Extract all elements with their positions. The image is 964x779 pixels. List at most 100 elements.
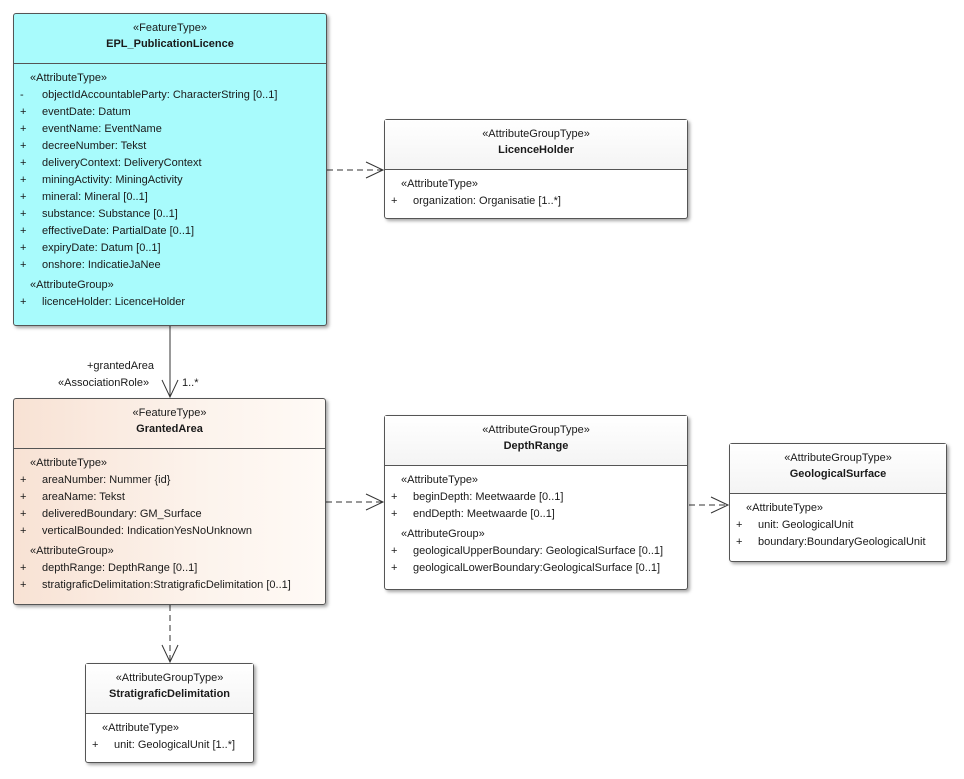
attribute-text: mineral: Mineral [0..1] (42, 191, 148, 203)
attribute-row[interactable]: +boundary:BoundaryGeologicalUnit (730, 534, 946, 551)
visibility-marker: + (20, 106, 27, 118)
attribute-row[interactable]: + mineral: Mineral [0..1] (14, 189, 326, 206)
class-body: «AttributeType»+unit: GeologicalUnit [1.… (86, 714, 253, 754)
attribute-text: organization: Organisatie [1..*] (413, 195, 561, 207)
class-stereotype: «AttributeGroupType» (482, 128, 590, 140)
arrowhead-licenceholder (365, 161, 385, 179)
class-epl-publicationlicence[interactable]: «FeatureType» EPL_PublicationLicence «At… (13, 13, 327, 326)
attribute-row[interactable]: + onshore: IndicatieJaNee (14, 257, 326, 274)
attribute-section: «AttributeGroup» +licenceHolder: LicenceH… (14, 277, 326, 311)
class-body: «AttributeType»+areaNumber: Nummer {id}+… (14, 449, 325, 594)
class-stereotype: «AttributeGroupType» (115, 672, 224, 684)
attribute-row[interactable]: - objectIdAccountableParty: CharacterStri… (14, 87, 326, 104)
attribute-row[interactable]: +depthRange: DepthRange [0..1] (14, 560, 325, 577)
class-depthrange[interactable]: «AttributeGroupType» DepthRange «Attribu… (384, 415, 688, 590)
visibility-marker: + (391, 562, 398, 574)
visibility-marker: + (20, 296, 27, 308)
attribute-row[interactable]: + miningActivity: MiningActivity (14, 172, 326, 189)
arrowhead-stratdelim (161, 644, 179, 664)
attribute-text: geologicalLowerBoundary:GeologicalSurfac… (413, 562, 661, 574)
attribute-row[interactable]: +areaNumber: Nummer {id} (14, 472, 325, 489)
class-header: «AttributeGroupType» GeologicalSurface (730, 444, 946, 494)
attribute-row[interactable]: +substance: Substance [0..1] (14, 206, 326, 223)
attribute-row[interactable]: +verticalBounded: IndicationYesNoUnknown (14, 523, 325, 540)
section-stereotype: «AttributeGroup» (30, 545, 114, 557)
attribute-row[interactable]: + endDepth: Meetwaarde [0..1] (385, 506, 687, 523)
class-grantedarea[interactable]: «FeatureType» GrantedArea «AttributeType… (13, 398, 326, 605)
attribute-text: stratigraficDelimitation:StratigraficDel… (42, 579, 291, 591)
class-header: «AttributeGroupType» DepthRange (385, 416, 687, 466)
attribute-text: deliveryContext: DeliveryContext (42, 157, 202, 169)
visibility-marker: + (20, 140, 27, 152)
visibility-marker: - (20, 89, 24, 101)
arrowhead-grantedarea (161, 379, 179, 399)
association-role-label: +grantedArea (87, 360, 154, 372)
arrowhead-geosurface (710, 496, 730, 514)
visibility-marker: + (736, 519, 743, 531)
class-header: «FeatureType» EPL_PublicationLicence (14, 14, 326, 64)
attribute-row[interactable]: +licenceHolder: LicenceHolder (14, 294, 326, 311)
attribute-row[interactable]: + organization: Organisatie [1..*] (385, 193, 687, 210)
attribute-row[interactable]: +stratigraficDelimitation:StratigraficDe… (14, 577, 325, 594)
visibility-marker: + (20, 123, 27, 135)
attribute-section: «AttributeType»+areaNumber: Nummer {id}+… (14, 455, 325, 540)
attribute-text: endDepth: Meetwaarde [0..1] (413, 508, 555, 520)
visibility-marker: + (20, 157, 27, 169)
class-stratigraficdelimitation[interactable]: «AttributeGroupType» StratigraficDelimit… (85, 663, 254, 763)
attribute-row[interactable]: +geologicalUpperBoundary: GeologicalSurf… (385, 543, 687, 560)
attribute-section: «AttributeType»+unit: GeologicalUnit [1.… (86, 720, 253, 754)
visibility-marker: + (20, 242, 27, 254)
class-licenceholder[interactable]: «AttributeGroupType» LicenceHolder «Attr… (384, 119, 688, 219)
attribute-row[interactable]: + effectiveDate: PartialDate [0..1] (14, 223, 326, 240)
class-stereotype: «AttributeGroupType» (784, 452, 892, 464)
attribute-row[interactable]: +areaName: Tekst (14, 489, 325, 506)
attribute-row[interactable]: +eventName: EventName (14, 121, 326, 138)
visibility-marker: + (92, 739, 99, 751)
attribute-row[interactable]: +unit: GeologicalUnit [1..*] (86, 737, 253, 754)
class-stereotype: «AttributeGroupType» (482, 424, 590, 436)
attribute-row[interactable]: +expiryDate: Datum [0..1] (14, 240, 326, 257)
attribute-text: beginDepth: Meetwaarde [0..1] (413, 491, 564, 503)
visibility-marker: + (391, 491, 398, 503)
attribute-row[interactable]: + geologicalLowerBoundary:GeologicalSurfa… (385, 560, 687, 577)
class-header: «AttributeGroupType» StratigraficDelimit… (86, 664, 253, 714)
attribute-text: onshore: IndicatieJaNee (42, 259, 161, 271)
attribute-text: effectiveDate: PartialDate [0..1] (42, 225, 195, 237)
class-body: «AttributeType»+ unit: GeologicalUnit +bou… (730, 494, 946, 551)
section-stereotype: «AttributeType» (746, 502, 824, 514)
attribute-text: objectIdAccountableParty: CharacterStrin… (42, 89, 278, 101)
visibility-marker: + (20, 225, 27, 237)
class-body: «AttributeType»+beginDepth: Meetwaarde [… (385, 466, 687, 577)
visibility-marker: + (391, 508, 398, 520)
section-stereotype: «AttributeType» (401, 178, 479, 190)
attribute-row[interactable]: + beginDepth: Meetwaarde [0..1] (385, 489, 687, 506)
attribute-section: «AttributeGroup» +depthRange: DepthRange … (14, 543, 325, 594)
visibility-marker: + (20, 191, 27, 203)
attribute-text: miningActivity: MiningActivity (42, 174, 183, 186)
attribute-text: decreeNumber: Tekst (42, 140, 147, 152)
visibility-marker: + (20, 174, 27, 186)
section-stereotype: «AttributeGroup» (30, 279, 114, 291)
section-stereotype: «AttributeType» (30, 457, 108, 469)
class-geologicalsurface[interactable]: «AttributeGroupType» GeologicalSurface «… (729, 443, 947, 562)
attribute-row[interactable]: +eventDate: Datum (14, 104, 326, 121)
attribute-row[interactable]: + deliveryContext: DeliveryContext (14, 155, 326, 172)
attribute-text: unit: GeologicalUnit (758, 519, 854, 531)
class-header: «AttributeGroupType» LicenceHolder (385, 120, 687, 170)
section-stereotype: «AttributeType» (30, 72, 108, 84)
attribute-section: «AttributeGroup»+geologicalUpperBoundary… (385, 526, 687, 577)
class-name: LicenceHolder (498, 144, 574, 156)
attribute-text: geologicalUpperBoundary: GeologicalSurfa… (413, 545, 664, 557)
attribute-row[interactable]: + unit: GeologicalUnit (730, 517, 946, 534)
class-name: EPL_PublicationLicence (106, 38, 234, 50)
attribute-row[interactable]: + decreeNumber: Tekst (14, 138, 326, 155)
class-stereotype: «FeatureType» (132, 407, 207, 419)
attribute-text: areaNumber: Nummer {id} (42, 474, 171, 486)
attribute-text: substance: Substance [0..1] (42, 208, 178, 220)
attribute-row[interactable]: +deliveredBoundary: GM_Surface (14, 506, 325, 523)
visibility-marker: + (20, 491, 27, 503)
attribute-text: verticalBounded: IndicationYesNoUnknown (42, 525, 252, 537)
visibility-marker: + (391, 195, 398, 207)
visibility-marker: + (20, 259, 27, 271)
